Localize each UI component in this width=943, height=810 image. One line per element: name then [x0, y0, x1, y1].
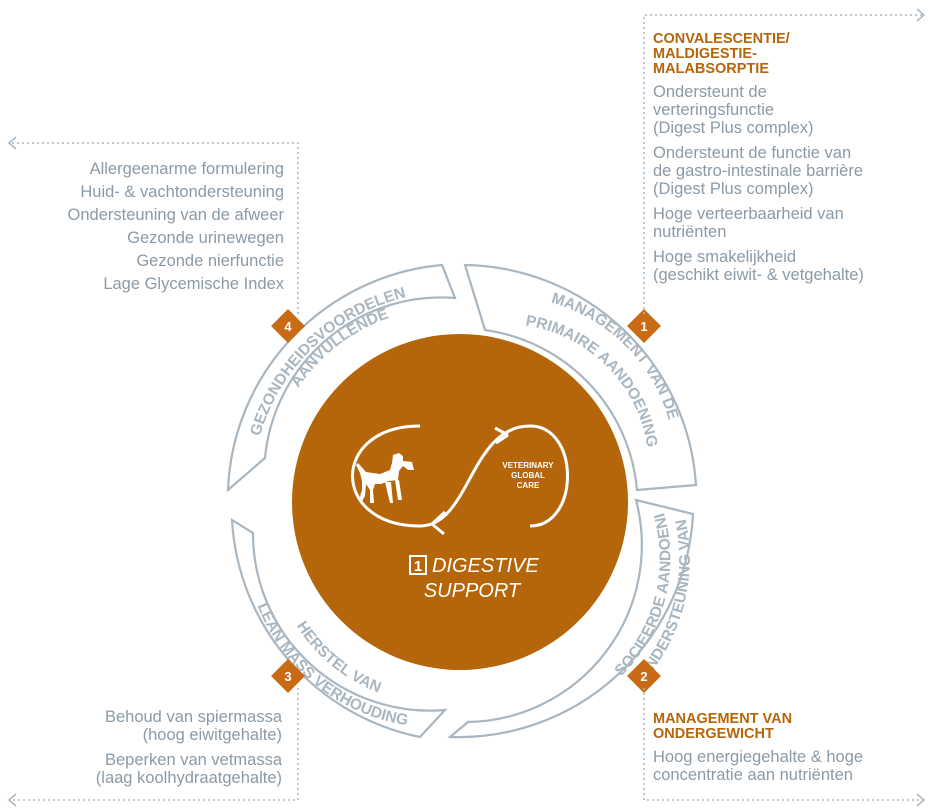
panel-bottom-right: MANAGEMENT VAN ONDERGEWICHT Hoog energie… [653, 712, 938, 791]
veterinary-global-care-logo: VETERINARY GLOBAL CARE [502, 461, 554, 490]
center-title-line-1: DIGESTIVE [432, 555, 539, 577]
panel-top-right: CONVALESCENTIE/ MALDIGESTIE- MALABSORPTI… [653, 32, 938, 291]
list-item: Gezonde urinewegen [127, 229, 284, 247]
list-item: Huid- & vachtondersteuning [80, 183, 284, 201]
list-item: Hoge smakelijkheid (geschikt eiwit- & ve… [653, 248, 864, 284]
badge-4-number: 4 [284, 319, 292, 334]
connector-arrowheads [7, 8, 926, 807]
list-item: Ondersteunt de verteringsfunctie (Digest… [653, 83, 814, 137]
list-item: Gezonde nierfunctie [136, 252, 284, 270]
panel-bottom-right-heading: MANAGEMENT VAN ONDERGEWICHT [653, 712, 938, 742]
heading-line: ONDERGEWICHT [653, 726, 774, 742]
center-title: 1 DIGESTIVE SUPPORT [409, 555, 539, 602]
arrow-right-icon [916, 793, 926, 807]
panel-top-left: Allergeenarme formulering Huid- & vachto… [0, 160, 284, 298]
heading-line: CONVALESCENTIE/ [653, 31, 790, 47]
ring-segments [226, 263, 698, 739]
center-number: 1 [414, 558, 422, 575]
panel-top-right-heading: CONVALESCENTIE/ MALDIGESTIE- MALABSORPTI… [653, 32, 938, 77]
center-circle [292, 334, 628, 670]
list-item: Behoud van spiermassa (hoog eiwitgehalte… [104, 708, 282, 744]
logo-line-2: GLOBAL [511, 471, 545, 480]
badge-3: 3 [271, 659, 305, 693]
badge-1-number: 1 [640, 319, 647, 334]
connector-top-left [12, 142, 299, 314]
list-item: Allergeenarme formulering [89, 160, 284, 178]
dog-icon [356, 453, 414, 503]
logo-line-3: CARE [517, 481, 540, 490]
center-title-line-2: SUPPORT [424, 580, 522, 602]
list-item: Lage Glycemische Index [103, 275, 284, 293]
infinity-loop-icon [351, 424, 569, 536]
segment-4-outline [226, 263, 457, 493]
heading-line: MALDIGESTIE- [653, 46, 757, 62]
arrow-left-icon [7, 793, 17, 807]
list-item: Hoge verteerbaarheid van nutriënten [653, 205, 844, 241]
list-item: Ondersteunt de functie van de gastro-int… [653, 144, 864, 198]
heading-line: MANAGEMENT VAN [653, 711, 793, 727]
badge-2: 2 [627, 659, 661, 693]
segment-3-outline [230, 517, 448, 739]
panel-bottom-left: Behoud van spiermassa (hoog eiwitgehalte… [0, 708, 282, 794]
segment-2-outline [447, 498, 695, 739]
badge-4: 4 [271, 309, 305, 343]
heading-line: MALABSORPTIE [653, 61, 769, 77]
arrow-right-icon [916, 8, 926, 22]
arrow-left-icon [7, 136, 17, 150]
connector-bottom-right [643, 688, 922, 801]
badge-2-number: 2 [640, 669, 647, 684]
badge-3-number: 3 [284, 669, 291, 684]
list-item: Hoog energiegehalte & hoge concentratie … [653, 748, 864, 784]
connector-lines [12, 14, 922, 801]
segment-1-outline [463, 263, 698, 492]
list-item: Ondersteuning van de afweer [67, 206, 284, 224]
logo-line-1: VETERINARY [502, 461, 554, 470]
list-item: Beperken van vetmassa (laag koolhydraatg… [95, 751, 282, 787]
connector-bottom-left [12, 688, 299, 801]
badge-1: 1 [627, 309, 661, 343]
